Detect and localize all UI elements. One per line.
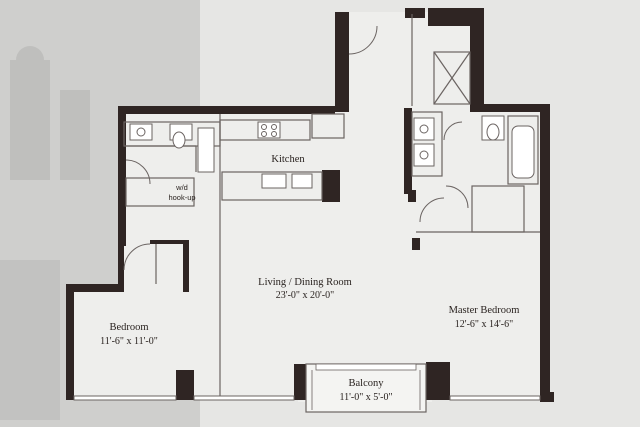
door-swings [123,25,469,271]
balcony-dimensions: 11'-0" x 5'-0" [339,392,392,403]
laundry-label-line1: w/d [175,183,188,192]
living-room-name: Living / Dining Room [258,277,352,288]
interior-lines [123,14,540,396]
laundry-label-line2: hook-up [168,193,195,202]
bedroom-name: Bedroom [109,322,148,333]
bedroom-dimensions: 11'-6" x 11'-0" [100,336,158,347]
balcony-name: Balcony [349,378,385,389]
living-room-dimensions: 23'-0" x 20'-0" [276,290,334,301]
master-bedroom-dimensions: 12'-6" x 14'-6" [455,319,513,330]
balcony-area [305,363,427,413]
kitchen-label: Kitchen [271,154,305,165]
exterior-walls [66,8,554,402]
windows [73,395,541,401]
fixtures [129,115,535,189]
background-photo [0,46,90,420]
master-bedroom-name: Master Bedroom [449,305,520,316]
